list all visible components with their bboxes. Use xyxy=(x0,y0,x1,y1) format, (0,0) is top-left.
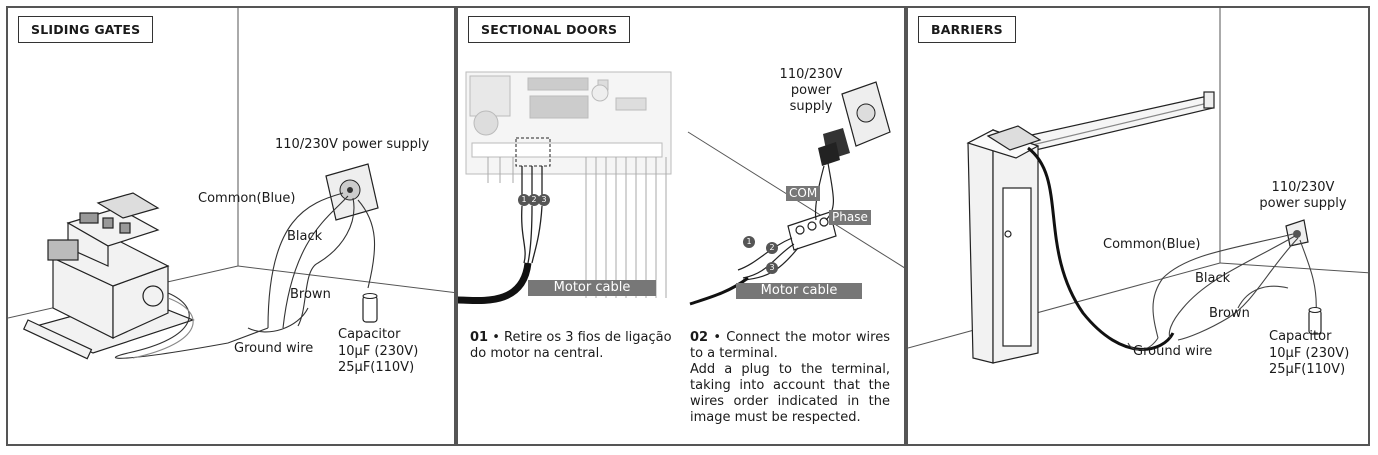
sliding-gate-illustration xyxy=(8,8,454,360)
ground-wire-label: Ground wire xyxy=(234,341,314,356)
motor-cable-label: Motor cable xyxy=(528,280,656,296)
capacitor-value-110: 25μF(110V) xyxy=(338,360,415,375)
wall-socket xyxy=(325,163,379,221)
wire-number-3: 3 xyxy=(538,194,550,206)
capacitor-value-230: 10μF (230V) xyxy=(1269,346,1350,361)
step-1-caption: 01 • Retire os 3 fios de ligação do moto… xyxy=(470,330,672,361)
barrier-illustration xyxy=(908,8,1368,364)
sliding-gates-panel: SLIDING GATES 110/230V power supply Comm… xyxy=(6,6,456,446)
terminal-number-1: 1 xyxy=(743,236,755,248)
capacitor-label: Capacitor xyxy=(338,327,401,342)
capacitor-value-110: 25μF(110V) xyxy=(1269,362,1346,377)
wire-number-2: 2 xyxy=(528,194,540,206)
capacitor-label: Capacitor xyxy=(1269,329,1332,344)
sectional-door-illustration xyxy=(458,71,904,306)
black-wire-label: Black xyxy=(1195,271,1231,286)
capacitor-icon xyxy=(1308,307,1322,335)
terminal-number-3: 3 xyxy=(766,262,778,274)
power-supply-label: 110/230V power supply xyxy=(275,137,430,152)
capacitor-icon xyxy=(362,293,378,323)
sliding-gate-motor xyxy=(22,192,195,360)
wall-socket xyxy=(1285,219,1309,247)
panel-title: SLIDING GATES xyxy=(18,16,154,43)
sectional-doors-panel: SECTIONAL DOORS 1 2 3 1 2 3 Motor cable … xyxy=(456,6,906,446)
control-board xyxy=(465,71,672,175)
black-wire-label: Black xyxy=(287,229,323,244)
power-supply-label: 110/230V power supply xyxy=(1259,180,1347,211)
com-label: COM xyxy=(786,186,821,201)
wire-number-1: 1 xyxy=(518,194,530,206)
motor-cable-label: Motor cable xyxy=(736,283,862,299)
common-wire-label: Common(Blue) xyxy=(1103,237,1201,252)
brown-wire-label: Brown xyxy=(290,287,331,302)
ground-wire-label: Ground wire xyxy=(1133,344,1213,359)
terminal-number-2: 2 xyxy=(766,242,778,254)
common-wire-label: Common(Blue) xyxy=(198,191,296,206)
phase-label: Phase xyxy=(829,210,871,225)
capacitor-value-230: 10μF (230V) xyxy=(338,344,419,359)
panel-title: SECTIONAL DOORS xyxy=(468,16,631,43)
power-supply-label: 110/230V power supply xyxy=(779,67,843,114)
wall-socket xyxy=(841,81,891,147)
power-plug xyxy=(818,128,850,166)
brown-wire-label: Brown xyxy=(1209,306,1250,321)
panel-title: BARRIERS xyxy=(918,16,1016,43)
step-2-caption: 02 • Connect the motor wires to a termin… xyxy=(690,330,890,425)
barrier-arm xyxy=(1017,91,1215,154)
barrier-cabinet xyxy=(966,125,1042,364)
barriers-panel: BARRIERS 110/230V power supply Common(Bl… xyxy=(906,6,1370,446)
